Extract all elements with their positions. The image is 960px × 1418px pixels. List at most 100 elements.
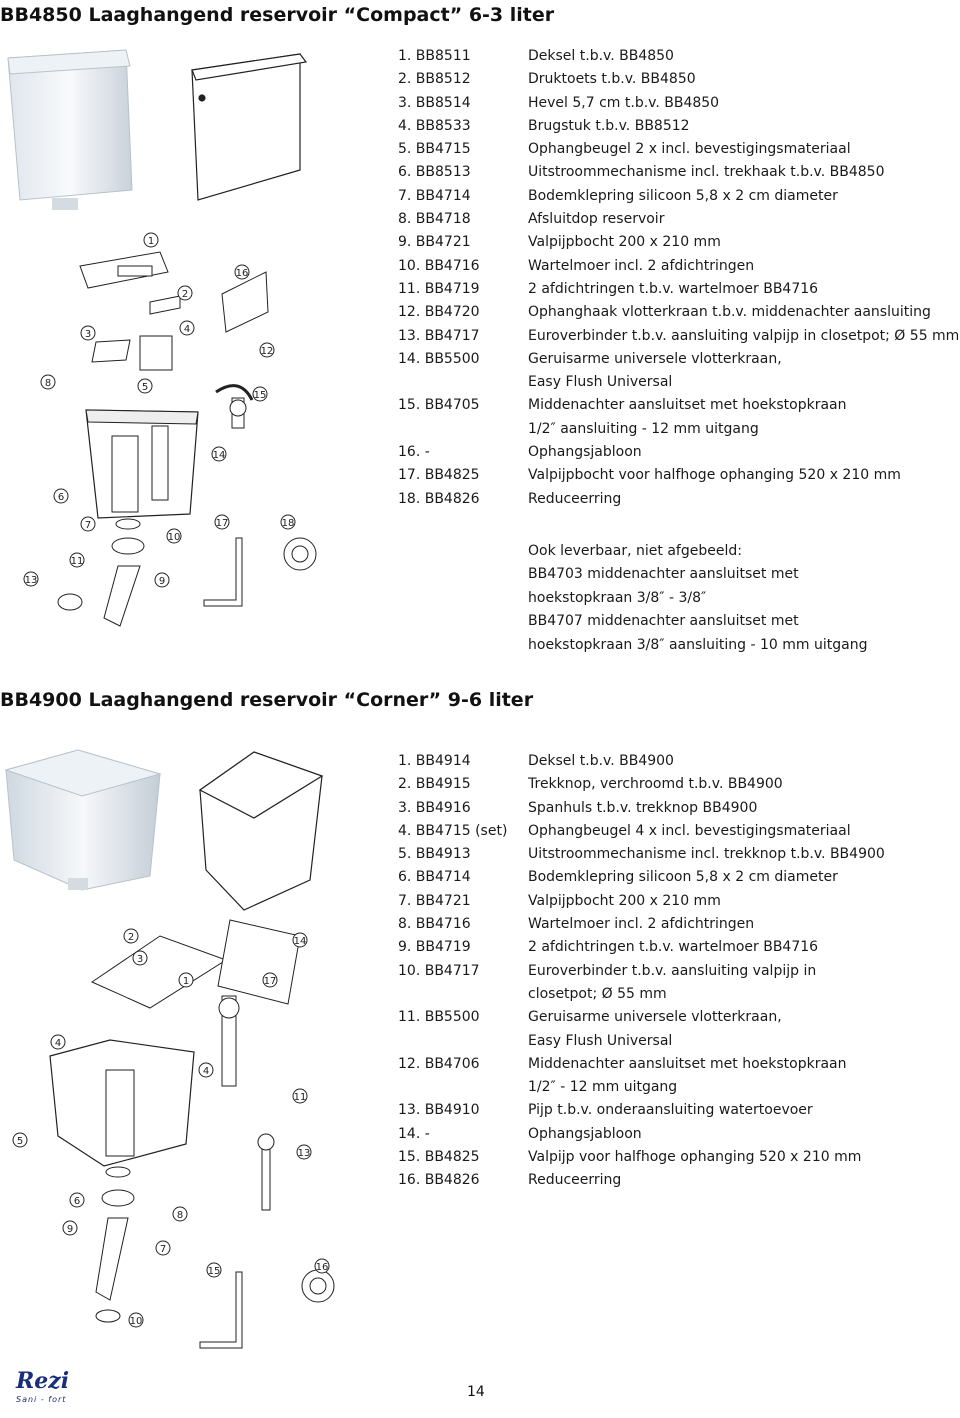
- logo-brand: Rezi: [16, 1368, 70, 1394]
- callout-2: 2: [182, 289, 188, 300]
- callout-17: 17: [216, 518, 229, 529]
- part-row: closetpot; Ø 55 mm: [398, 983, 958, 1006]
- part-description: Reduceerring: [528, 1172, 622, 1189]
- part-description: Valpijpbocht 200 x 210 mm: [528, 234, 721, 251]
- part-description: Euroverbinder t.b.v. aansluiting valpijp…: [528, 962, 817, 979]
- callout-3: 3: [85, 329, 91, 340]
- part-number: 2. BB8512: [398, 71, 471, 88]
- callout-16: 16: [236, 268, 249, 279]
- part-description: Hevel 5,7 cm t.b.v. BB4850: [528, 94, 720, 111]
- part-description: Valpijp voor halfhoge ophanging 520 x 21…: [528, 1149, 862, 1166]
- callout-1: 1: [183, 976, 189, 987]
- part-number: 4. BB4715 (set): [398, 822, 508, 839]
- callout-13: 13: [25, 575, 38, 586]
- part-description: Wartelmoer incl. 2 afdichtringen: [528, 916, 755, 933]
- logo-subtitle: Sani - fort: [16, 1395, 67, 1404]
- callout-4: 4: [55, 1038, 61, 1049]
- part-number: 4. BB8533: [398, 117, 471, 134]
- part-number: 14. -: [398, 1125, 430, 1142]
- part-number: 9. BB4721: [398, 234, 471, 251]
- callout-15: 15: [208, 1266, 221, 1277]
- part-number: 10. BB4717: [398, 962, 480, 979]
- note-line: hoekstopkraan 3/8″ - 3/8″: [528, 589, 707, 606]
- callout-10: 10: [168, 532, 181, 543]
- part-row: 5. BB4913 Uitstroommechanisme incl. trekk…: [398, 843, 958, 866]
- note-line: Ook leverbaar, niet afgebeeld:: [528, 543, 742, 559]
- callout-6: 6: [74, 1196, 80, 1207]
- part-row: 15. BB4825 Valpijp voor halfhoge ophangin…: [398, 1146, 958, 1169]
- part-number: 12. BB4706: [398, 1055, 480, 1072]
- callout-5: 5: [142, 382, 148, 393]
- part-number: 6. BB4714: [398, 869, 471, 886]
- part-description: Reduceerring: [528, 490, 622, 507]
- part-description: Wartelmoer incl. 2 afdichtringen: [528, 257, 755, 274]
- part-number: 2. BB4915: [398, 776, 471, 793]
- part-number: 3. BB4916: [398, 799, 471, 816]
- note-line: hoekstopkraan 3/8″ aansluiting - 10 mm u…: [528, 636, 868, 653]
- part-description: Ophangbeugel 2 x incl. bevestigingsmater…: [528, 141, 851, 158]
- part-number: 8. BB4718: [398, 211, 471, 228]
- callout-14: 14: [294, 936, 307, 947]
- part-number: 15. BB4825: [398, 1149, 480, 1166]
- callout-18: 18: [282, 518, 295, 529]
- part-description: Spanhuls t.b.v. trekknop BB4900: [528, 799, 758, 816]
- part-number: 6. BB8513: [398, 164, 471, 181]
- part-number: 5. BB4913: [398, 846, 471, 863]
- part-number: 16. -: [398, 444, 430, 461]
- part-number: 12. BB4720: [398, 304, 480, 321]
- part-row: 2. BB4915 Trekknop, verchroomd t.b.v. BB4…: [398, 773, 958, 796]
- part-number: 13. BB4910: [398, 1102, 480, 1119]
- callout-3: 3: [137, 954, 143, 965]
- part-description: Deksel t.b.v. BB4850: [528, 48, 674, 64]
- note-line: BB4707 middenachter aansluitset met: [528, 613, 799, 630]
- corner-cistern-photo: [4, 749, 162, 891]
- part-row: 14. -Ophangsjabloon: [398, 1123, 958, 1146]
- part-row: 16. -Ophangsjabloon: [398, 441, 958, 464]
- part-description: Uitstroommechanisme incl. trekhaak t.b.v…: [528, 164, 885, 181]
- part-number: 18. BB4826: [398, 490, 480, 507]
- part-number: 13. BB4717: [398, 327, 480, 344]
- callout-14: 14: [213, 450, 226, 461]
- part-description: Ophangbeugel 4 x incl. bevestigingsmater…: [528, 822, 851, 839]
- part-number: 17. BB4825: [398, 467, 480, 484]
- callout-7: 7: [160, 1244, 166, 1255]
- callout-5: 5: [17, 1136, 23, 1147]
- part-row: Easy Flush Universal: [398, 1030, 958, 1053]
- callout-8: 8: [177, 1210, 183, 1221]
- part-description: Uitstroommechanisme incl. trekknop t.b.v…: [528, 846, 885, 863]
- part-number: 7. BB4714: [398, 187, 471, 204]
- callout-10: 10: [130, 1316, 143, 1327]
- callout-7: 7: [85, 520, 91, 531]
- part-number: 9. BB4719: [398, 939, 471, 956]
- part-row: 10. BB4717 Euroverbinder t.b.v. aansluiti…: [398, 960, 958, 983]
- callout-17: 17: [264, 976, 277, 987]
- section-title-corner: BB4900 Laaghangend reservoir “Corner” 9-…: [0, 689, 534, 711]
- part-description: Trekknop, verchroomd t.b.v. BB4900: [528, 776, 783, 793]
- callout-1: 1: [148, 236, 154, 247]
- part-description: 1/2″ - 12 mm uitgang: [528, 1079, 678, 1096]
- part-row: 4. BB4715 (set) Ophangbeugel 4 x incl. be…: [398, 820, 958, 843]
- part-number: 5. BB4715: [398, 141, 471, 158]
- part-number: 11. BB4719: [398, 280, 480, 297]
- callout-6: 6: [58, 492, 64, 503]
- part-number: 11. BB5500: [398, 1009, 480, 1026]
- note-line: BB4703 middenachter aansluitset met: [528, 566, 799, 583]
- cistern-photo: [7, 49, 133, 210]
- callout-12: 12: [261, 346, 274, 357]
- part-row: 9. BB4721 Valpijpbocht 200 x 210 mm: [398, 231, 958, 254]
